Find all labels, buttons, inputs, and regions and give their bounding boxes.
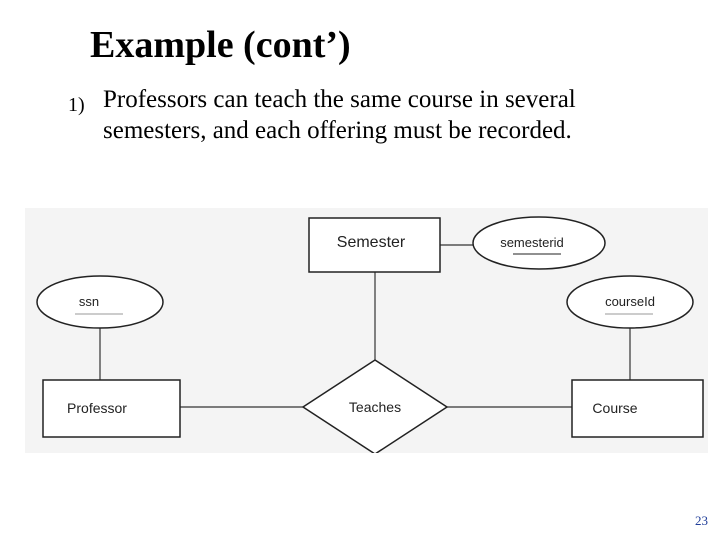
entity-course: Course [571,379,704,438]
entity-course-label: Course [592,400,637,416]
page-number: 23 [695,513,708,528]
relationship-teaches-label: Teaches [349,399,401,415]
attribute-courseid: courseId [566,275,694,329]
entity-professor: Professor [42,379,181,438]
bullet-text: Professors can teach the same course in … [103,86,576,144]
entity-semester: Semester [308,217,441,273]
attribute-semesterid: semesterid [472,216,606,270]
attribute-ssn: ssn [36,275,164,329]
er-diagram: Semester semesterid ssn courseId Profess… [25,208,708,453]
relationship-teaches: Teaches [301,359,449,453]
attribute-semesterid-label: semesterid [500,235,564,250]
attribute-ssn-label: ssn [79,294,99,309]
entity-professor-label: Professor [67,400,127,416]
entity-semester-label: Semester [337,234,406,251]
bullet-number: 1) [68,94,85,116]
slide-title: Example (cont’) [90,24,351,66]
attribute-courseid-label: courseId [605,294,655,309]
